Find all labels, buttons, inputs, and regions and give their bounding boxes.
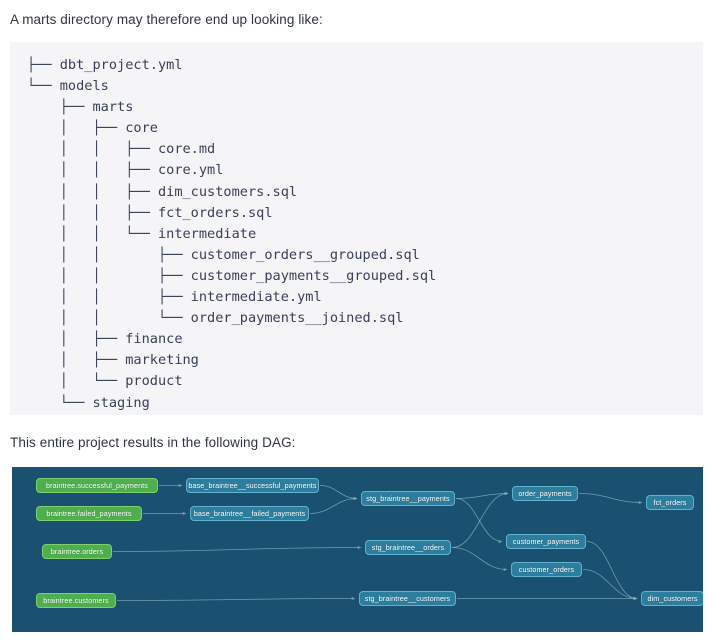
dag-edge-customer_payments-to-dim_customers — [586, 541, 638, 601]
dag-edge-base_braintree__successful_payments-to-stg_braintree__payments — [319, 485, 358, 501]
directory-tree-text: ├── dbt_project.yml └── models ├── marts… — [27, 57, 437, 411]
dag-node-braintree-orders[interactable]: braintree.orders — [42, 544, 112, 559]
dag-node-base-braintree-successful-payments[interactable]: base_braintree__successful_payments — [186, 478, 319, 493]
dag-edge-customer_orders-to-dim_customers — [582, 569, 638, 601]
dag-node-fct-orders[interactable]: fct_orders — [646, 495, 694, 510]
dag-edge-stg_braintree__orders-to-customer_orders — [451, 547, 508, 572]
dag-node-stg-braintree-orders[interactable]: stg_braintree__orders — [365, 540, 451, 555]
dag-edge-braintree_customers-to-stg_braintree__customers — [116, 596, 356, 601]
dag-edge-layer — [112, 483, 643, 601]
dag-node-customer-payments[interactable]: customer_payments — [506, 534, 586, 549]
intro-paragraph-marts: A marts directory may therefore end up l… — [10, 12, 323, 27]
dag-node-braintree-failed-payments[interactable]: braintree.failed_payments — [36, 506, 142, 521]
dag-node-order-payments[interactable]: order_payments — [512, 486, 578, 501]
dag-edge-stg_braintree__payments-to-order_payments — [455, 491, 509, 499]
dag-node-stg-braintree-customers[interactable]: stg_braintree__customers — [359, 591, 456, 606]
dag-node-braintree-successful-payments[interactable]: braintree.successful_payments — [36, 478, 158, 493]
dag-edge-braintree_orders-to-stg_braintree__orders — [112, 545, 362, 552]
dag-node-braintree-customers[interactable]: braintree.customers — [36, 593, 116, 608]
intro-paragraph-dag: This entire project results in the follo… — [10, 435, 296, 450]
dag-diagram[interactable]: braintree.successful_payments braintree.f… — [12, 467, 703, 632]
dag-node-dim-customers[interactable]: dim_customers — [641, 591, 703, 606]
dag-edge-stg_braintree__orders-to-order_payments — [451, 491, 509, 548]
dag-edge-stg_braintree__payments-to-customer_payments — [455, 498, 503, 544]
dag-edge-base_braintree__failed_payments-to-stg_braintree__payments — [309, 496, 358, 514]
dag-node-customer-orders[interactable]: customer_orders — [511, 562, 582, 577]
dag-edge-order_payments-to-fct_orders — [578, 493, 643, 505]
dag-node-stg-braintree-payments[interactable]: stg_braintree__payments — [361, 491, 455, 506]
dag-node-base-braintree-failed-payments[interactable]: base_braintree__failed_payments — [190, 506, 309, 521]
directory-tree-code-block: ├── dbt_project.yml └── models ├── marts… — [10, 42, 703, 415]
